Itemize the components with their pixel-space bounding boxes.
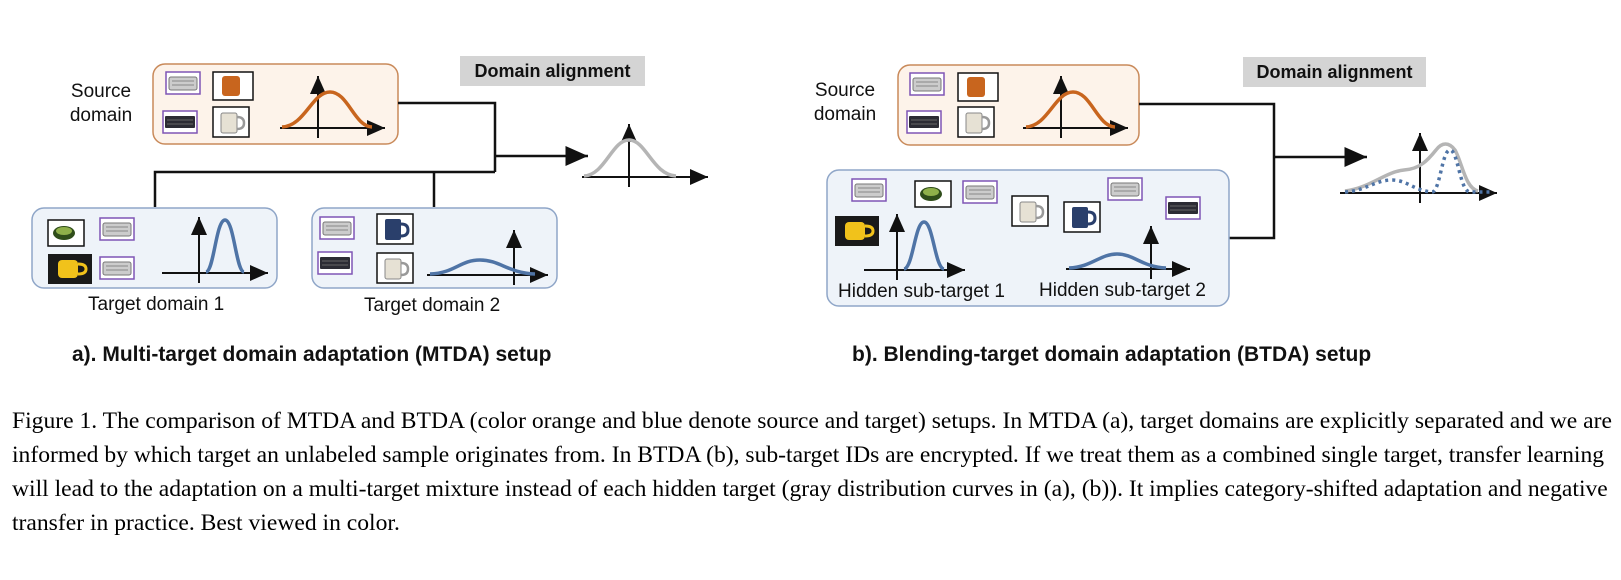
mug-icon bbox=[1062, 200, 1102, 234]
source-distribution-plot bbox=[280, 76, 385, 138]
mug-icon bbox=[956, 105, 996, 139]
mug-icon bbox=[957, 72, 999, 102]
domain-alignment-label-a: Domain alignment bbox=[460, 56, 645, 86]
keyboard-icon bbox=[165, 71, 201, 95]
target-domain-2-label: Target domain 2 bbox=[364, 295, 501, 316]
mixture-distribution-plot-b bbox=[1340, 133, 1497, 203]
target-2-distribution-plot bbox=[427, 230, 548, 285]
hidden-sub-target-2-label: Hidden sub-target 2 bbox=[1039, 280, 1206, 301]
mug-icon bbox=[833, 214, 881, 248]
mixture-distribution-plot-a bbox=[582, 124, 708, 187]
mug-icon bbox=[375, 251, 415, 285]
domain-alignment-label-b: Domain alignment bbox=[1243, 57, 1426, 87]
alignment-connectors-a bbox=[153, 101, 588, 207]
target-1-distribution-plot bbox=[162, 217, 268, 283]
mug-icon bbox=[212, 71, 254, 101]
figure-1: Source domain Domain alignment Target do… bbox=[31, 56, 1497, 366]
mug-icon bbox=[375, 212, 415, 246]
hidden-sub-target-1-label: Hidden sub-target 1 bbox=[838, 281, 1005, 302]
mug-icon bbox=[1010, 194, 1050, 228]
keyboard-icon bbox=[317, 251, 353, 275]
panel-b-caption: b). Blending-target domain adaptation (B… bbox=[852, 343, 1372, 366]
hidden-sub-target-2-plot bbox=[1066, 226, 1190, 279]
keyboard-icon bbox=[909, 72, 945, 96]
keyboard-icon bbox=[1165, 196, 1201, 220]
target-domain-2-box bbox=[311, 207, 558, 289]
keyboard-icon bbox=[906, 110, 942, 134]
keyboard-icon bbox=[851, 178, 887, 202]
keyboard-icon bbox=[1107, 177, 1143, 201]
alignment-connectors-b bbox=[1139, 102, 1367, 240]
keyboard-icon bbox=[99, 256, 135, 280]
source-domain-label-b: Source domain bbox=[813, 80, 877, 125]
source-distribution-plot-b bbox=[1023, 76, 1128, 138]
keyboard-icon bbox=[99, 217, 135, 241]
mug-icon bbox=[46, 252, 94, 286]
mug-icon bbox=[47, 219, 85, 247]
figure-caption: Figure 1. The comparison of MTDA and BTD… bbox=[12, 408, 1612, 536]
hidden-sub-target-1-plot bbox=[864, 214, 965, 280]
source-domain-label-a: Source domain bbox=[69, 81, 133, 126]
keyboard-icon bbox=[962, 180, 998, 204]
panel-a-caption: a). Multi-target domain adaptation (MTDA… bbox=[72, 343, 552, 366]
keyboard-icon bbox=[319, 216, 355, 240]
target-domain-1-box bbox=[31, 207, 278, 289]
target-domain-1-label: Target domain 1 bbox=[88, 294, 225, 315]
keyboard-icon bbox=[162, 110, 198, 134]
panel-b bbox=[826, 57, 1497, 307]
mug-icon bbox=[914, 180, 952, 208]
mug-icon bbox=[211, 105, 251, 139]
